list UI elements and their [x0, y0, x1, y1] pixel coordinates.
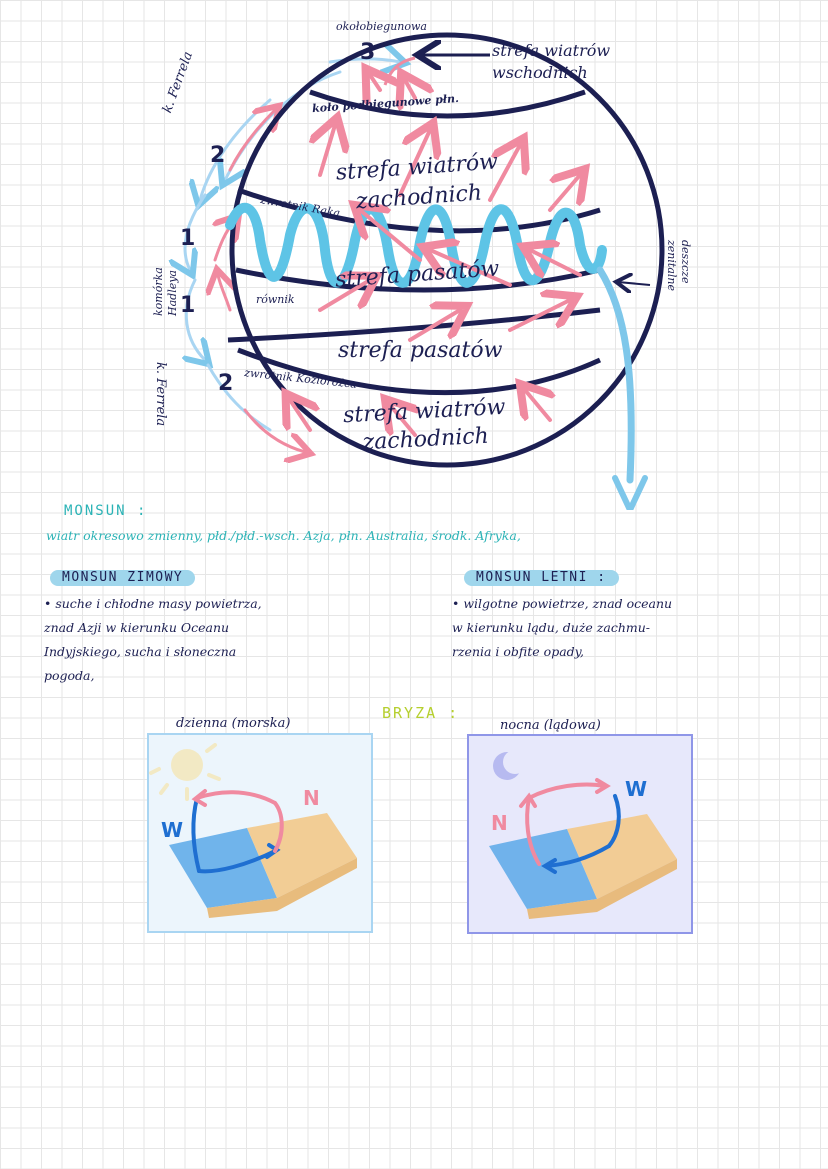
label-east-winds: strefa wiatrów wschodnich	[492, 41, 611, 82]
bryza-night-letter-n: N	[491, 811, 508, 835]
monsun-title: MONSUN :	[64, 503, 148, 519]
monsun-winter-line: Indyjskiego, sucha i słoneczna	[44, 644, 237, 659]
cell-number-2-north: 2	[210, 143, 226, 168]
monsun-summer-line: w kierunku lądu, duże zachmu-	[452, 620, 650, 635]
monsun-summer-text: • wilgotne powietrze, znad oceanu w kier…	[452, 592, 822, 664]
moon-icon	[493, 750, 527, 780]
label-equator: równik	[256, 293, 295, 306]
globe-diagram	[130, 32, 665, 510]
monsun-summer-title: MONSUN LETNI :	[464, 570, 619, 586]
label-ferrel-south: k. Ferrela	[153, 362, 168, 427]
bryza-day-letter-w: W	[161, 818, 183, 842]
cell-number-2-south: 2	[218, 371, 234, 396]
monsun-winter-title: MONSUN ZIMOWY	[50, 570, 196, 586]
bryza-night-letter-w: W	[625, 777, 647, 801]
bryza-day-caption: dzienna (morska)	[176, 716, 291, 731]
cell-number-1-south: 1	[180, 293, 196, 318]
monsun-summer-line: rzenia i obfite opady,	[452, 644, 585, 659]
zenith-rain-arrow	[596, 266, 635, 484]
monsun-winter-line: • suche i chłodne masy powietrza,	[44, 596, 262, 611]
monsun-winter-line: pogoda,	[44, 668, 95, 683]
cell-number-3: 3	[360, 40, 376, 65]
bryza-title: BRYZA :	[382, 704, 460, 722]
bryza-night-panel: N W	[467, 734, 693, 934]
cell-number-1-north: 1	[180, 226, 196, 251]
label-polar-cell: okołobiegunowa	[336, 20, 427, 33]
surface-winds	[290, 75, 580, 437]
bryza-day-panel: W N	[147, 733, 373, 933]
label-west-winds-north: strefa wiatrów zachodnich	[335, 149, 499, 215]
monsun-winter-line: znad Azji w kierunku Oceanu	[44, 620, 230, 635]
bryza-night-caption: nocna (lądowa)	[500, 718, 601, 733]
label-hadley-cell: komórka Hadleya	[152, 267, 179, 316]
globe-outline	[229, 32, 665, 468]
bryza-day-letter-n: N	[303, 786, 320, 810]
monsun-definition: wiatr okresowo zmienny, płd./płd.-wsch. …	[46, 528, 521, 543]
atmospheric-cells	[185, 59, 400, 452]
sun-icon	[149, 743, 221, 801]
label-zenith-rains: deszcze zenitalne	[665, 240, 692, 291]
label-trade-winds-south: strefa pasatów	[338, 338, 503, 363]
monsun-summer-line: • wilgotne powietrze, znad oceanu	[452, 596, 673, 611]
monsun-winter-text: • suche i chłodne masy powietrza, znad A…	[44, 592, 414, 688]
label-west-winds-south: strefa wiatrów zachodnich	[342, 394, 506, 456]
